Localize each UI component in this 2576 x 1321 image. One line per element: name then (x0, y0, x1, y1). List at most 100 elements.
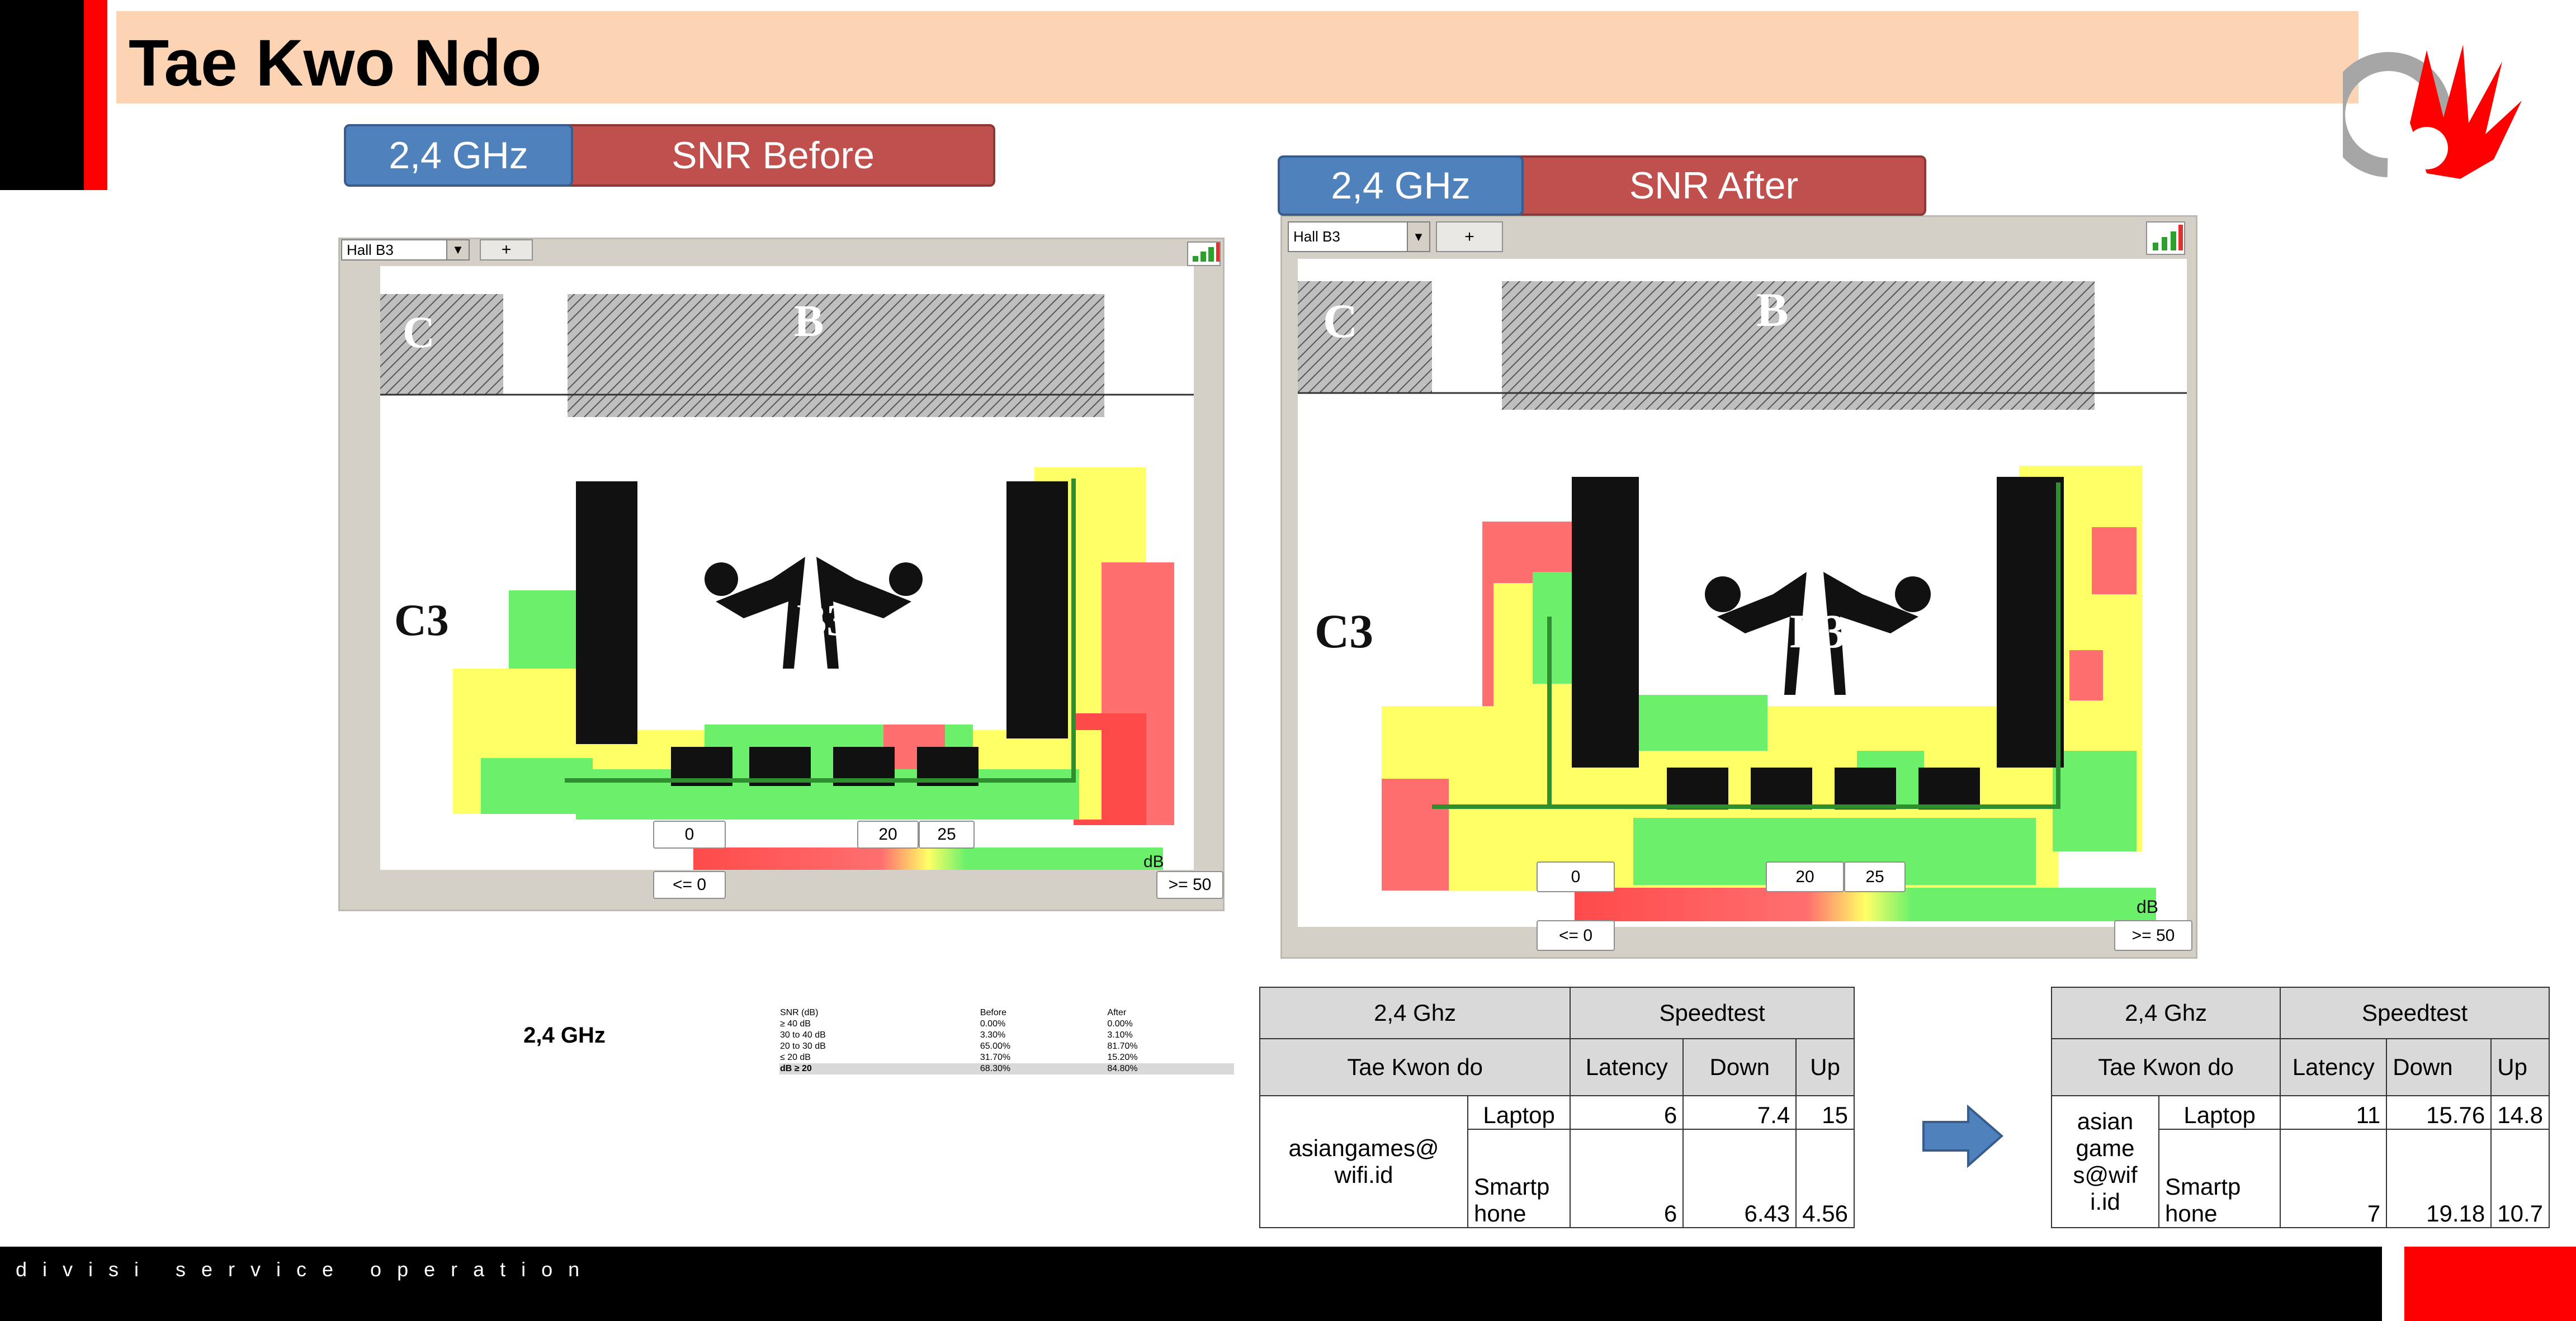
speed-up: 10.7 (2490, 1129, 2550, 1228)
table-row: SNR (dB) Before After (349, 1007, 1234, 1019)
speed-band: 2,4 Ghz (2050, 987, 2281, 1039)
floorplan-after: C B C3 B3 dB (1298, 281, 2187, 921)
area-label-b: B (1756, 283, 1788, 337)
footer-red-block (2404, 1247, 2576, 1321)
footer-bar (0, 1247, 2382, 1321)
heatmap-window-before: Hall B3 ▼ + (338, 238, 1225, 911)
scale-min-label: <= 0 (1537, 920, 1615, 951)
snr-before: 65.00% (980, 1041, 1011, 1051)
table-row: ≤ 20 dB 31.70% 15.20% (349, 1052, 1234, 1063)
signal-icon (2146, 221, 2185, 255)
table-row: 20 to 30 dB 65.00% 81.70% (349, 1041, 1234, 1052)
floorplan-canvas-before: C B C3 B3 dB (380, 266, 1194, 870)
speed-band: 2,4 Ghz (1259, 987, 1571, 1039)
snr-header-after: After (1107, 1008, 1127, 1017)
speed-col-latency: Latency (1570, 1038, 1684, 1096)
area-label-b: B (794, 297, 824, 346)
snr-comparison-table: 2,4 GHz SNR (dB) Before After ≥ 40 dB 0.… (349, 1007, 1234, 1074)
speed-col-down: Down (1682, 1038, 1797, 1096)
speed-device: Laptop (2158, 1095, 2281, 1130)
scale-mark-20: 20 (1766, 861, 1844, 892)
table-row: Tae Kwon do Latency Down Up (1259, 1038, 1855, 1096)
speed-device: Laptop (1467, 1095, 1571, 1130)
speed-latency: 11 (2280, 1095, 2388, 1130)
scale-mark-20: 20 (857, 821, 919, 849)
speed-speedtest-header: Speedtest (1570, 987, 1855, 1039)
snr-before: 0.00% (980, 1019, 1006, 1029)
table-row: ≥ 40 dB 0.00% 0.00% (349, 1019, 1234, 1030)
speed-down: 6.43 (1682, 1129, 1797, 1228)
heatmap-window-after: Hall B3 ▼ + (1280, 215, 2197, 959)
company-logo (2343, 45, 2522, 179)
snr-before: 3.30% (980, 1030, 1006, 1040)
snr-before-total: 68.30% (979, 1063, 1107, 1074)
snr-header-before: Before (980, 1008, 1006, 1017)
speed-ssid: asiangames@ wifi.id (1259, 1095, 1468, 1228)
speed-col-latency: Latency (2280, 1038, 2388, 1096)
footer-text: divisi service operation (16, 1258, 595, 1281)
hall-select-after[interactable]: Hall B3 ▼ (1288, 221, 1430, 252)
table-row: 2,4 Ghz Speedtest (2050, 987, 2550, 1039)
hall-select-before[interactable]: Hall B3 ▼ (341, 239, 470, 261)
band-label-after: 2,4 GHz (1278, 155, 1524, 216)
area-label-b3: B3 (797, 596, 849, 645)
snr-range: 20 to 30 dB (779, 1041, 826, 1051)
speed-down: 19.18 (2386, 1129, 2492, 1228)
table-row: 30 to 40 dB 3.30% 3.10% (349, 1030, 1234, 1041)
add-floor-button[interactable]: + (1436, 221, 1503, 252)
speed-device: Smartp hone (2158, 1129, 2281, 1228)
snr-after: 81.70% (1107, 1041, 1138, 1051)
speed-up: 4.56 (1795, 1129, 1855, 1228)
scale-mark-25: 25 (1844, 861, 1906, 892)
signal-icon (1187, 242, 1221, 266)
snr-range-total: dB ≥ 20 (779, 1063, 980, 1074)
left-red-bar (84, 0, 107, 190)
table-row: Smartp hone 7 19.18 10.7 (2052, 1129, 2550, 1228)
scale-mark-0: 0 (1537, 861, 1615, 892)
scale-unit: dB (1143, 853, 1164, 870)
snr-after: 0.00% (1107, 1019, 1133, 1029)
snr-after-label: SNR After (1501, 155, 1926, 216)
snr-header-snr: SNR (dB) (779, 1008, 819, 1017)
chevron-down-icon[interactable]: ▼ (1407, 222, 1429, 251)
scale-max-label: >= 50 (2114, 920, 2192, 951)
speed-col-up: Up (1795, 1038, 1855, 1096)
scale-min-label: <= 0 (653, 871, 726, 899)
scale-mark-25: 25 (919, 821, 975, 849)
speed-up: 14.8 (2490, 1095, 2550, 1130)
speed-down: 7.4 (1682, 1095, 1797, 1130)
chevron-down-icon[interactable]: ▼ (446, 240, 469, 259)
speed-up: 15 (1795, 1095, 1855, 1130)
table-row: asian game s@wif i.id Laptop 11 15.76 14… (2051, 1095, 2550, 1228)
snr-after: 15.20% (1107, 1053, 1138, 1062)
scale-max-label: >= 50 (1156, 871, 1223, 899)
speed-down: 15.76 (2386, 1095, 2492, 1130)
snr-range: ≤ 20 dB (779, 1053, 811, 1062)
speed-speedtest-header: Speedtest (2280, 987, 2550, 1039)
scale-mark-0: 0 (653, 821, 726, 849)
hall-select-value: Hall B3 (1293, 228, 1340, 245)
area-label-b3: B3 (1790, 604, 1846, 658)
speed-latency: 7 (2280, 1129, 2388, 1228)
add-floor-button[interactable]: + (480, 239, 533, 261)
speed-col-up: Up (2490, 1038, 2550, 1096)
table-row: dB ≥ 20 68.30% 84.80% (349, 1063, 1234, 1074)
speed-venue: Tae Kwon do (1259, 1038, 1571, 1096)
table-row: Smartp hone 6 6.43 4.56 (1260, 1129, 1855, 1228)
speedtest-table-after: 2,4 Ghz Speedtest Tae Kwon do Latency Do… (2050, 987, 2550, 1228)
band-label-before: 2,4 GHz (344, 124, 573, 187)
area-label-c3: C3 (1315, 604, 1373, 658)
snr-band-cell: 2,4 GHz (523, 1022, 606, 1048)
speedtest-table-before: 2,4 Ghz Speedtest Tae Kwon do Latency Do… (1259, 987, 1855, 1228)
speed-col-down: Down (2386, 1038, 2492, 1096)
left-black-bar (0, 0, 84, 190)
hall-select-value: Hall B3 (347, 241, 394, 258)
snr-range: 30 to 40 dB (779, 1030, 826, 1040)
snr-after-total: 84.80% (1107, 1063, 1234, 1074)
area-label-c3: C3 (394, 596, 449, 645)
snr-range: ≥ 40 dB (779, 1019, 811, 1029)
title-bar (116, 11, 2358, 103)
table-row: Tae Kwon do Latency Down Up (2050, 1038, 2550, 1096)
slide-title: Tae Kwo Ndo (129, 26, 542, 100)
snr-before: 31.70% (980, 1053, 1011, 1062)
